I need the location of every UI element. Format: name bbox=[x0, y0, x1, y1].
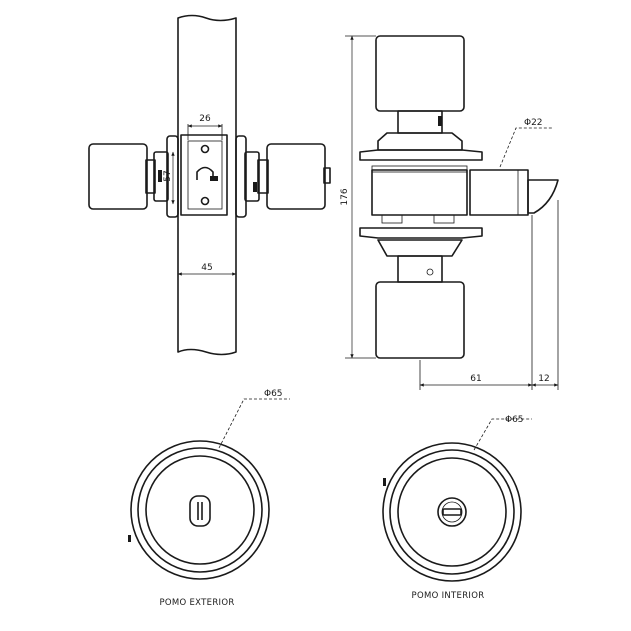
dim-latch-front-label: 12 bbox=[538, 374, 549, 384]
dim-door-thickness-label: 45 bbox=[201, 263, 212, 273]
bottom-knob bbox=[375, 281, 465, 359]
interior-knob-side bbox=[235, 135, 331, 218]
side-elevation-view: 176 Φ22 61 12 bbox=[340, 35, 559, 390]
dim-overall-height-label: 176 bbox=[340, 188, 350, 205]
latch-face-plate bbox=[180, 134, 228, 216]
door-slab bbox=[177, 14, 237, 356]
exterior-knob-face-view: Φ65 POMO EXTERIOR bbox=[128, 389, 290, 608]
top-knob bbox=[375, 35, 465, 112]
latch-bolt bbox=[469, 169, 559, 216]
dim-exterior-knob-diameter-label: Φ65 bbox=[264, 389, 283, 399]
dim-interior-knob-diameter-label: Φ65 bbox=[505, 415, 524, 425]
interior-knob-face-view: Φ65 POMO INTERIOR bbox=[382, 415, 532, 601]
dim-door-thickness: 45 bbox=[177, 228, 237, 280]
dim-backset: 61 12 bbox=[419, 200, 559, 390]
dim-latch-diameter: Φ22 bbox=[499, 118, 552, 168]
caption-exterior: POMO EXTERIOR bbox=[159, 598, 234, 608]
dim-interior-knob-diameter: Φ65 bbox=[473, 415, 532, 451]
dim-latch-height: 57 bbox=[163, 151, 175, 205]
dim-backset-label: 61 bbox=[470, 374, 481, 384]
dim-exterior-knob-diameter: Φ65 bbox=[218, 389, 290, 449]
chassis bbox=[371, 169, 468, 216]
caption-interior: POMO INTERIOR bbox=[412, 591, 485, 601]
exterior-knob-side bbox=[88, 135, 179, 218]
dim-latch-width: 26 bbox=[187, 114, 223, 140]
dim-overall-height: 176 bbox=[340, 35, 376, 359]
door-section-view: 26 57 45 bbox=[88, 14, 331, 356]
dim-latch-height-label: 57 bbox=[163, 170, 173, 181]
dim-latch-width-label: 26 bbox=[199, 114, 211, 124]
dim-latch-diameter-label: Φ22 bbox=[524, 118, 543, 128]
